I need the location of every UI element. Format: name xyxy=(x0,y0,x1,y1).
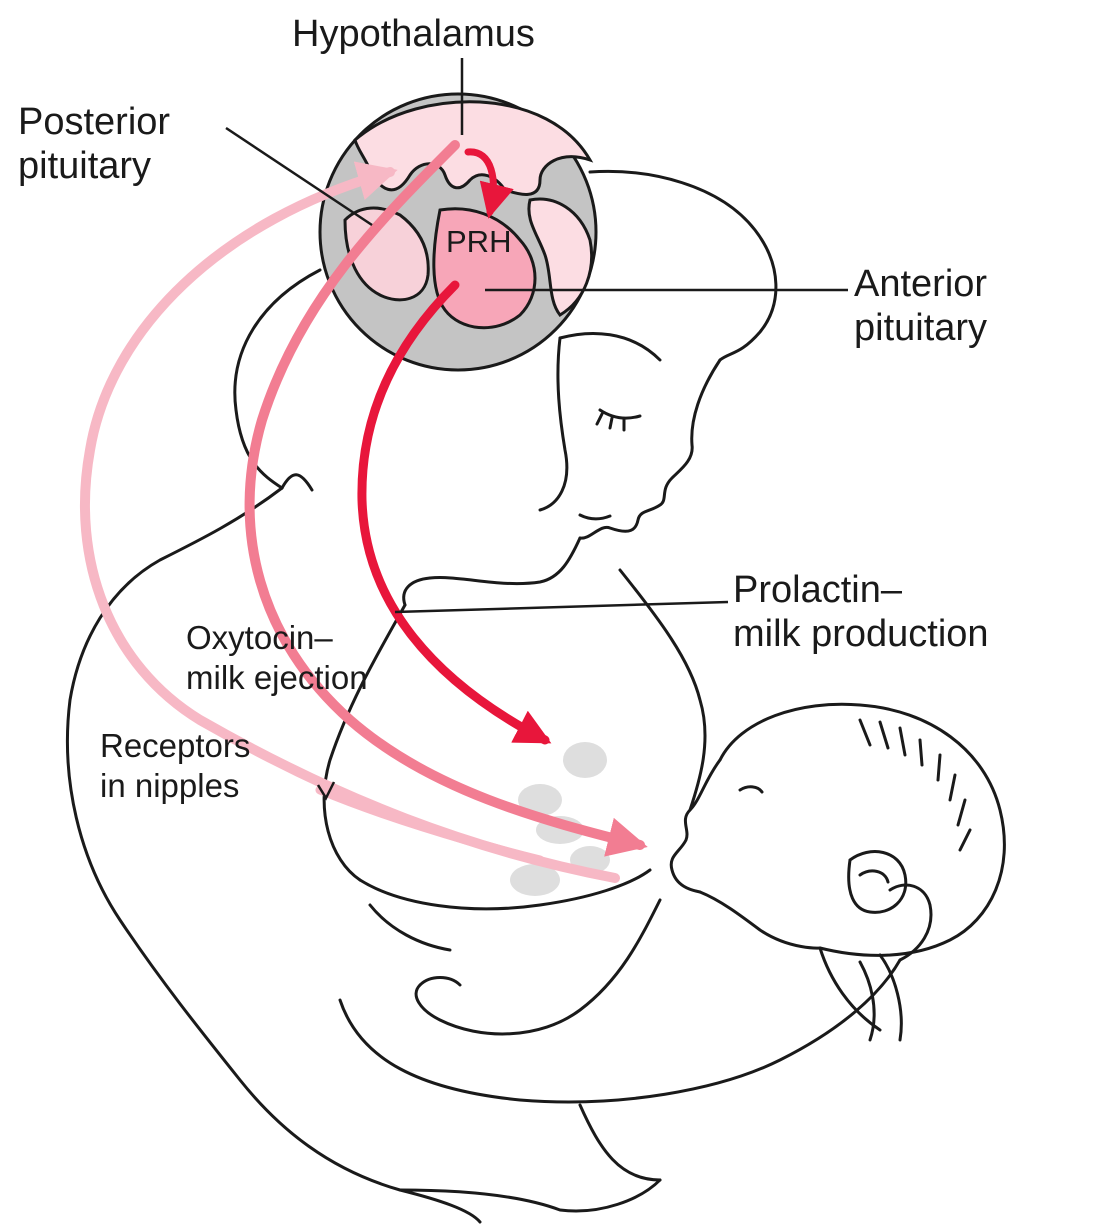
mother-lower-body xyxy=(400,1180,660,1211)
leader-prolactin xyxy=(395,602,728,612)
receptors-label: Receptors in nipples xyxy=(100,726,250,806)
baby-hand xyxy=(420,978,460,986)
prolactin-line1: Prolactin– xyxy=(733,568,989,612)
baby-ear xyxy=(849,852,906,913)
baby-chin xyxy=(700,892,820,948)
oxytocin-label: Oxytocin– milk ejection xyxy=(186,618,368,698)
anterior-pituitary-label: Anterior pituitary xyxy=(854,262,987,350)
baby-arm xyxy=(416,900,660,1034)
mother-chin xyxy=(430,538,580,584)
mother-hair-outline xyxy=(590,171,776,360)
baby-figure-icon xyxy=(416,704,1004,1034)
prolactin-line2: milk production xyxy=(733,612,989,656)
receptors-line1: Receptors xyxy=(100,726,250,766)
hypothalamus-label-text: Hypothalamus xyxy=(292,12,535,56)
anterior-pituitary-line1: Anterior xyxy=(854,262,987,306)
mother-hairline xyxy=(560,333,660,360)
oxytocin-line1: Oxytocin– xyxy=(186,618,368,658)
mother-shoulder xyxy=(67,488,480,1222)
prh-label: PRH xyxy=(446,224,511,259)
mother-neck xyxy=(404,578,430,605)
mother-waist xyxy=(580,1105,660,1180)
mother-eye xyxy=(600,410,640,418)
prolactin-label: Prolactin– milk production xyxy=(733,568,989,656)
mother-hair-strand xyxy=(282,475,312,490)
posterior-pituitary-line2: pituitary xyxy=(18,144,170,188)
baby-face xyxy=(671,760,720,892)
receptors-line2: in nipples xyxy=(100,766,250,806)
posterior-pituitary-label: Posterior pituitary xyxy=(18,100,170,188)
baby-head xyxy=(720,704,1004,955)
mother-cheek xyxy=(540,338,567,510)
posterior-pituitary-line1: Posterior xyxy=(18,100,170,144)
hypothalamus-label: Hypothalamus xyxy=(292,12,535,56)
anterior-pituitary-line2: pituitary xyxy=(854,306,987,350)
baby-ear-inner xyxy=(860,871,888,882)
mother-mouth xyxy=(580,515,610,519)
baby-eye xyxy=(740,787,762,792)
receptor-arrow-inner xyxy=(320,790,540,860)
oxytocin-line2: milk ejection xyxy=(186,658,368,698)
mother-breast-under xyxy=(370,905,450,950)
mother-face-profile xyxy=(580,360,720,538)
brain-circle-icon: PRH xyxy=(320,94,596,370)
